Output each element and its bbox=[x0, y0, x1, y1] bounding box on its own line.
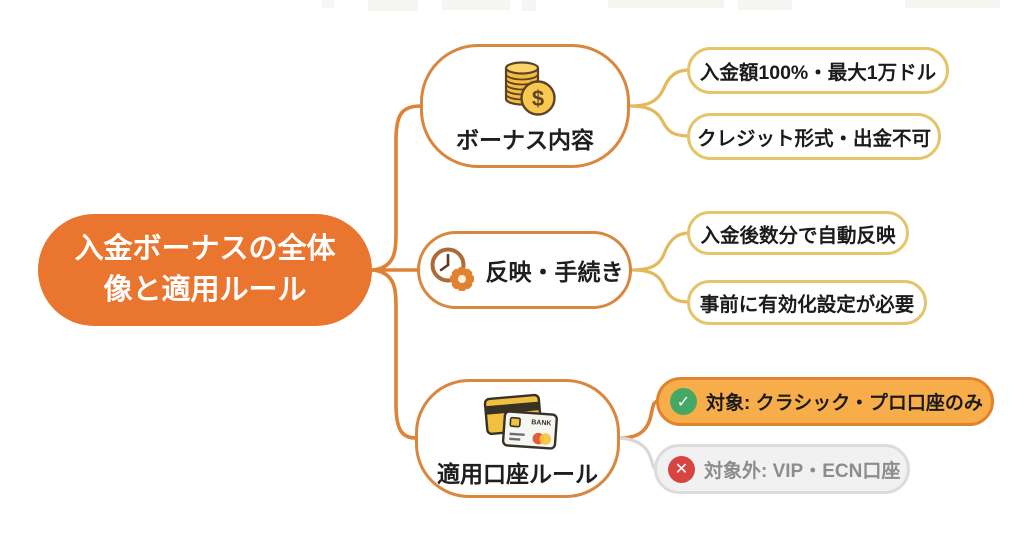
leaf-label: 入金後数分で自動反映 bbox=[700, 224, 896, 247]
connector-process-to-leaf4 bbox=[631, 268, 691, 304]
cropped-content-artifact bbox=[522, 0, 536, 11]
coins-icon: $ bbox=[504, 61, 556, 116]
connector-root-to-bonus bbox=[370, 104, 423, 272]
cross-circle-icon: ✕ bbox=[668, 455, 695, 483]
check-circle-icon: ✓ bbox=[670, 388, 697, 415]
connector-process-to-leaf3 bbox=[631, 231, 691, 272]
connector-accounts-to-leaf5 bbox=[619, 399, 660, 440]
branch-node-accounts: BANK 適用口座ルール bbox=[415, 379, 620, 498]
branch-node-process: 反映・手続き bbox=[417, 231, 632, 309]
leaf-eligible-accounts: ✓ 対象: クラシック・プロ口座のみ bbox=[656, 377, 994, 426]
leaf-activation-required: 事前に有効化設定が必要 bbox=[687, 280, 927, 325]
root-label-line1: 入金ボーナスの全体 bbox=[74, 233, 336, 266]
root-node: 入金ボーナスの全体 像と適用ルール bbox=[38, 214, 372, 326]
cropped-content-artifact bbox=[322, 0, 334, 8]
branch-node-bonus: $ ボーナス内容 bbox=[420, 44, 630, 168]
leaf-excluded-accounts: ✕ 対象外: VIP・ECN口座 bbox=[654, 444, 910, 494]
bank-label: BANK bbox=[530, 419, 551, 427]
leaf-label: 事前に有効化設定が必要 bbox=[699, 294, 915, 316]
branch-label-accounts: 適用口座ルール bbox=[437, 460, 598, 487]
leaf-label: クレジット形式・出金不可 bbox=[696, 128, 931, 150]
leaf-label: 入金額100%・最大1万ドル bbox=[699, 62, 937, 84]
dollar-sign: $ bbox=[532, 86, 544, 111]
cropped-content-artifact bbox=[738, 0, 792, 10]
connector-accounts-to-leaf6 bbox=[619, 436, 658, 471]
cropped-content-artifact bbox=[905, 0, 1000, 8]
connector-root-to-accounts bbox=[370, 268, 418, 440]
branch-label-process: 反映・手続き bbox=[485, 259, 624, 285]
cropped-content-artifact bbox=[442, 0, 510, 10]
branch-label-bonus: ボーナス内容 bbox=[456, 127, 594, 153]
clock-gear-icon bbox=[430, 247, 474, 291]
leaf-auto-reflect: 入金後数分で自動反映 bbox=[687, 211, 909, 255]
leaf-label: 対象外: VIP・ECN口座 bbox=[704, 460, 901, 482]
cropped-content-artifact bbox=[368, 0, 418, 11]
leaf-credit-type: クレジット形式・出金不可 bbox=[687, 113, 941, 160]
connector-bonus-to-leaf2 bbox=[629, 104, 691, 138]
cropped-content-artifact bbox=[608, 0, 724, 8]
leaf-bonus-amount: 入金額100%・最大1万ドル bbox=[687, 47, 949, 94]
leaf-label: 対象: クラシック・プロ口座のみ bbox=[706, 393, 983, 414]
credit-card-icon: BANK bbox=[483, 393, 558, 450]
root-label-line2: 像と適用ルール bbox=[103, 274, 307, 306]
connector-bonus-to-leaf1 bbox=[629, 68, 691, 108]
